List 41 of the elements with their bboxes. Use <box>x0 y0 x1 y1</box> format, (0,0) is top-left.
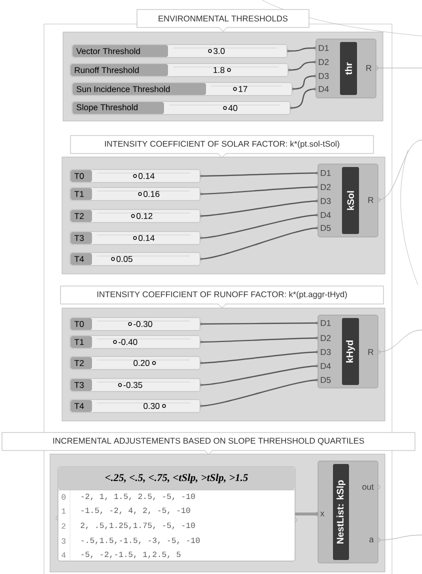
wire <box>200 379 318 407</box>
wire <box>200 322 318 325</box>
number-slider: T4 0.30 <box>70 399 202 413</box>
wire <box>200 172 318 177</box>
wire <box>292 75 316 90</box>
wire <box>200 214 318 239</box>
number-slider: Vector Threshold 3.0 <box>72 44 290 58</box>
wire <box>288 61 316 71</box>
wire <box>200 186 318 195</box>
wire <box>200 351 318 364</box>
component-box: D1 D2 D3 D4 D5 kHyd R <box>316 314 380 388</box>
wire <box>200 365 318 386</box>
number-slider: T2 0.12 <box>70 209 202 223</box>
number-slider: T2 0.20 <box>70 356 202 370</box>
wire <box>200 227 318 260</box>
wire <box>200 337 318 343</box>
number-slider: Sun Incidence Threshold 17 <box>72 82 294 96</box>
wire <box>294 512 318 516</box>
wire-line <box>378 330 422 352</box>
number-slider: T3 0.14 <box>70 231 202 245</box>
number-slider: Runoff Threshold 1.8 <box>70 63 290 77</box>
number-slider: T4 0.05 <box>70 252 202 266</box>
number-slider: T0 0.14 <box>70 169 202 183</box>
number-slider: Slope Threshold 40 <box>72 101 292 115</box>
group-title: INTENSITY COEFFICIENT OF RUNOFF FACTOR: k*(pt.aggr-tHyd) <box>60 286 384 308</box>
number-slider: T1 0.16 <box>70 187 202 201</box>
wire-line <box>378 534 422 540</box>
wire <box>287 47 316 52</box>
wire <box>200 200 318 217</box>
group-title: INTENSITY COEFFICIENT OF SOLAR FACTOR: k*(pt.sol-tSol) <box>70 135 374 158</box>
component-box: D1 D2 D3 D4 D5 kSol R <box>316 164 380 238</box>
number-slider: T1 -0.40 <box>70 335 202 349</box>
number-slider: T3 -0.35 <box>70 378 202 392</box>
wire-line <box>378 140 422 200</box>
wire <box>290 88 316 109</box>
group-title: INCREMENTAL ADJUSTEMENTS BASED ON SLOPE THREHSHOLD QUARTILES <box>2 432 416 455</box>
component-box: D1 D2 D3 D4 thr R <box>314 38 378 98</box>
data-panel: <.25, <.5, <.75, <tSlp, >tSlp, >1.5 0 -2, 1, 1.5, 2.5, -5, -10 1 -1.5, -2, 4, 2, -5, -10 2 2, .5,1.25,1.75, -5, -10 3 -.5,1.5,-1.5, -3, -5, -10 4 -5, -2,-1.5, 1,2.5, 5 <box>56 466 298 562</box>
number-slider: T0 -0.30 <box>70 317 202 331</box>
component-box: x NestList: kSlp out a <box>316 460 380 564</box>
group-title: ENVIRONMENTAL THRESHOLDS <box>136 9 310 32</box>
